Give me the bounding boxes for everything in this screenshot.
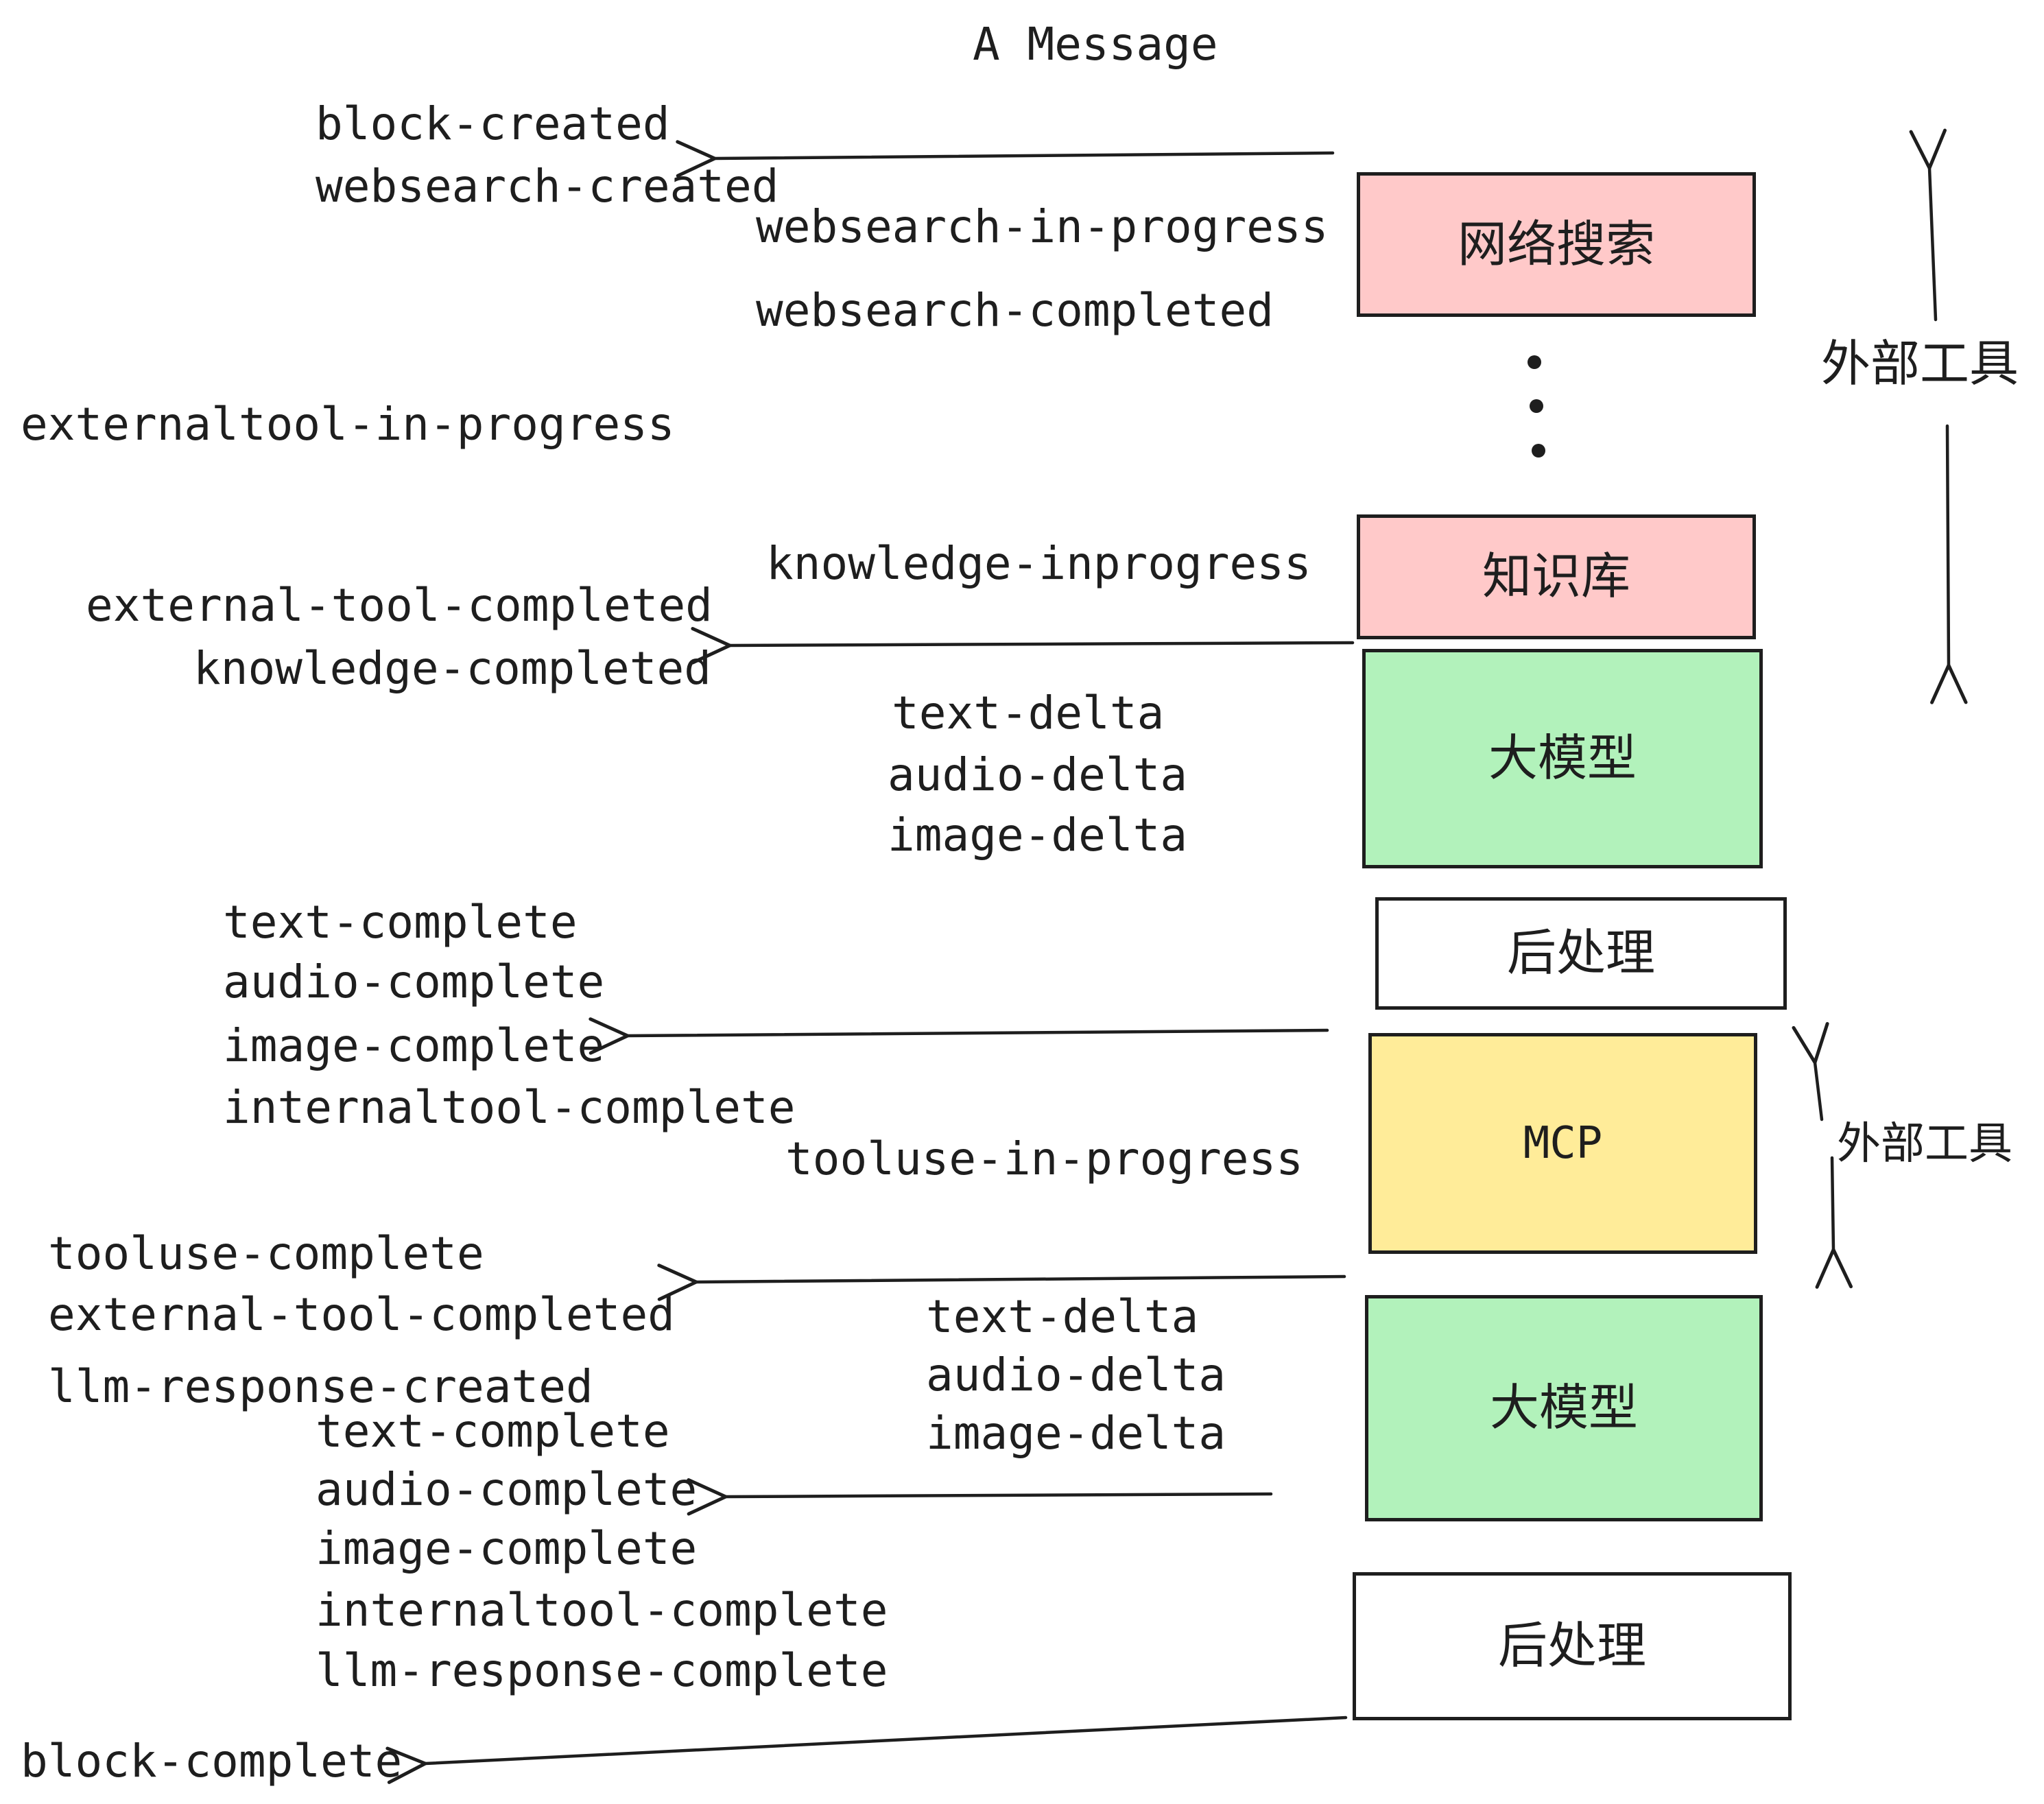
event-label-audio-delta-1: audio-delta (888, 748, 1188, 801)
event-label-audio-complete-1: audio-complete (223, 956, 605, 1008)
llm-box-2: 大模型 (1365, 1295, 1763, 1521)
postprocess-box-2-label: 后处理 (1497, 1619, 1646, 1674)
event-label-llm-response-complete: llm-response-complete (316, 1644, 888, 1697)
arrow-internal-complete-2 (687, 1478, 1273, 1516)
knowledge-box: 知识库 (1357, 514, 1756, 639)
llm-box-1-label: 大模型 (1488, 731, 1637, 786)
event-label-llm-response-created: llm-response-created (48, 1360, 593, 1413)
arrow-knowledge-completed (691, 627, 1355, 665)
event-label-internaltool-complete-1: internaltool-complete (223, 1081, 796, 1134)
event-label-websearch-created: websearch-created (316, 160, 779, 213)
external-tools-arrow-up-2 (1792, 1021, 1829, 1121)
event-label-knowledge-inprogress: knowledge-inprogress (766, 537, 1311, 590)
postprocess-box-1-label: 后处理 (1506, 926, 1655, 981)
event-label-text-complete-2: text-complete (316, 1405, 670, 1458)
arrow-block-complete (385, 1716, 1348, 1784)
event-label-knowledge-completed: knowledge-completed (193, 642, 711, 695)
event-label-text-delta-2: text-delta (926, 1290, 1199, 1343)
external-tools-label-1: 外部工具 (1821, 337, 2019, 392)
event-label-text-delta-1: text-delta (892, 687, 1165, 739)
websearch-box-label: 网络搜索 (1457, 217, 1655, 272)
event-label-external-tool-completed-2: external-tool-completed (48, 1288, 675, 1341)
external-tools-label-2: 外部工具 (1837, 1119, 2012, 1168)
event-label-websearch-in-progress: websearch-in-progress (756, 200, 1329, 253)
diagram-title: A Message (973, 18, 1218, 71)
event-label-image-delta-1: image-delta (888, 809, 1188, 862)
event-label-image-complete-2: image-complete (316, 1522, 698, 1575)
event-label-tooluse-complete: tooluse-complete (48, 1227, 484, 1280)
postprocess-box-1: 后处理 (1375, 897, 1787, 1010)
event-label-external-tool-completed: external-tool-completed (86, 579, 713, 632)
event-label-internaltool-complete-2: internaltool-complete (316, 1584, 888, 1637)
arrow-websearch-created (676, 140, 1335, 178)
arrow-tooluse-complete (657, 1263, 1346, 1301)
ellipsis-dots (1528, 355, 1545, 458)
llm-box-2-label: 大模型 (1489, 1381, 1638, 1436)
event-label-block-created: block-created (316, 97, 670, 150)
mcp-box-label: MCP (1523, 1118, 1603, 1169)
event-label-image-complete-1: image-complete (223, 1019, 605, 1072)
llm-box-1: 大模型 (1362, 649, 1763, 868)
knowledge-box-label: 知识库 (1482, 549, 1630, 604)
external-tools-arrow-up-1 (1909, 128, 1947, 322)
postprocess-box-2: 后处理 (1353, 1572, 1792, 1720)
external-tools-arrow-down-1 (1930, 424, 1968, 704)
event-label-block-complete: block-complete (21, 1735, 403, 1788)
arrow-internal-complete-1 (589, 1017, 1329, 1055)
event-label-audio-delta-2: audio-delta (926, 1349, 1226, 1401)
event-label-audio-complete-2: audio-complete (316, 1463, 698, 1516)
websearch-box: 网络搜索 (1357, 172, 1756, 317)
event-label-externaltool-in-progress: externaltool-in-progress (21, 398, 675, 451)
event-label-image-delta-2: image-delta (926, 1407, 1226, 1460)
event-label-text-complete-1: text-complete (223, 896, 578, 949)
event-label-websearch-completed: websearch-completed (756, 284, 1274, 337)
event-label-tooluse-in-progress: tooluse-in-progress (785, 1132, 1303, 1185)
external-tools-arrow-down-2 (1815, 1156, 1853, 1289)
mcp-box: MCP (1368, 1033, 1757, 1254)
